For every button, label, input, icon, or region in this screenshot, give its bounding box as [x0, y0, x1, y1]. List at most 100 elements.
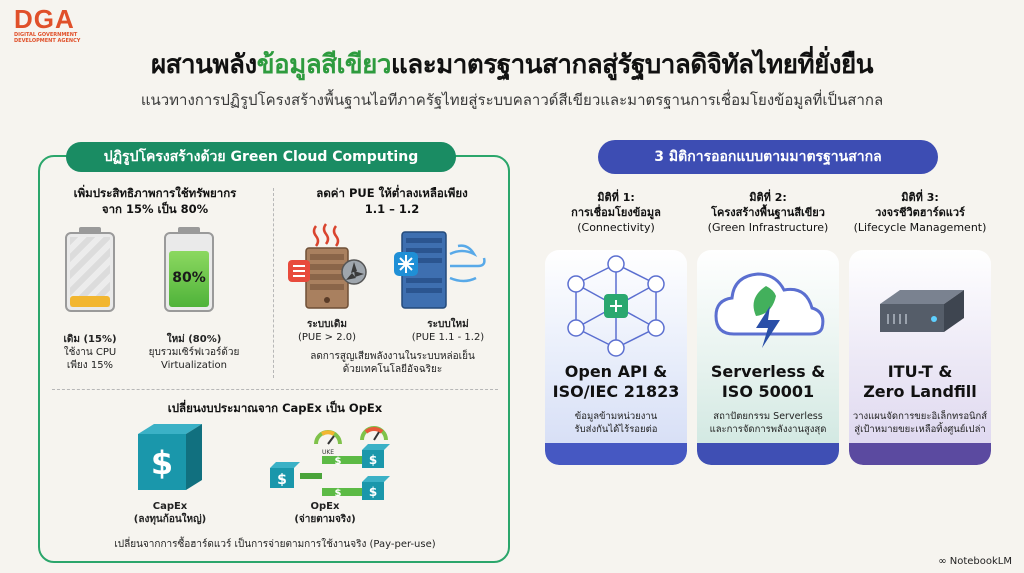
dim-1-name: การเชื่อมโยงข้อมูล — [571, 206, 661, 219]
battery-old-title: เดิม (15%) — [63, 334, 117, 345]
efficiency-heading-2: จาก 15% เป็น 80% — [101, 202, 209, 216]
notebooklm-brand: ∞ NotebookLM — [938, 556, 1012, 567]
logo-sub-2: DEVELOPMENT AGENCY — [14, 38, 81, 44]
dim-1-label: Open API & ISO/IEC 21823 — [545, 362, 687, 402]
dim-3-label-2: Zero Landfill — [863, 382, 977, 401]
dim-1-desc-2: รับส่งกันได้ไร้รอยต่อ — [574, 424, 658, 435]
dim-2-label: Serverless & ISO 50001 — [697, 362, 839, 402]
dim-2-base — [697, 443, 839, 465]
battery-old-icon — [65, 232, 115, 312]
dim-3-desc: วางแผนจัดการขยะอิเล็กทรอนิกส์ สู่เป้าหมา… — [849, 410, 991, 436]
pue-note: ลดการสูญเสียพลังงานในระบบหล่อเย็น ด้วยเท… — [280, 350, 505, 376]
logo-mark: DGA — [14, 4, 75, 34]
network-icon — [567, 255, 665, 357]
opex-flow-icon: UKE $ $ $ $ $ — [270, 426, 390, 500]
opex-sub: (จ่ายตามจริง) — [294, 514, 356, 525]
hot-server-icon — [288, 223, 367, 309]
budget-footer: เปลี่ยนจากการซื้อฮาร์ดแวร์ เป็นการจ่ายตา… — [114, 539, 436, 550]
dim-3-heading: มิติที่ 3: วงจรชีวิตฮาร์ดแวร์ (Lifecycle… — [840, 190, 1000, 235]
dim-2-desc-2: และการจัดการพลังงานสูงสุด — [709, 424, 827, 435]
efficiency-heading: เพิ่มประสิทธิภาพการใช้ทรัพยากร จาก 15% เ… — [40, 185, 270, 217]
battery-old-caption: เดิม (15%) ใช้งาน CPU เพียง 15% — [50, 333, 130, 372]
opex-caption: OpEx (จ่ายตามจริง) — [280, 500, 370, 526]
capex-sub: (ลงทุนก้อนใหญ่) — [133, 514, 207, 525]
green-cloud-icon — [714, 272, 825, 348]
pue-old-value: (PUE > 2.0) — [297, 332, 357, 343]
battery-old-line1: ใช้งาน CPU — [63, 347, 117, 358]
dim-1-label-2: ISO/IEC 21823 — [552, 382, 680, 401]
svg-text:$: $ — [369, 485, 377, 499]
battery-new-level — [169, 251, 209, 307]
battery-old-empty — [70, 237, 110, 307]
brand-label: NotebookLM — [949, 556, 1012, 567]
capex-title: CapEx — [152, 501, 188, 512]
svg-text:$: $ — [151, 444, 173, 482]
battery-new-caption: ใหม่ (80%) ยุบรวมเซิร์ฟเวอร์ด้วย Virtual… — [138, 333, 250, 372]
battery-new-line2: Virtualization — [161, 360, 227, 371]
title-highlight: ข้อมูลสีเขียว — [256, 50, 392, 80]
horizontal-divider — [52, 389, 498, 390]
dim-1-heading: มิติที่ 1: การเชื่อมโยงข้อมูล (Connectiv… — [536, 190, 696, 235]
hard-drive-icon — [880, 290, 964, 332]
battery-new-title: ใหม่ (80%) — [166, 334, 222, 345]
battery-new-value: 80% — [172, 270, 206, 286]
battery-new-icon: 80% — [164, 232, 214, 312]
svg-text:$: $ — [277, 472, 287, 488]
battery-new-cap — [178, 227, 200, 233]
dim-3-desc-2: สู่เป้าหมายขยะเหลือทิ้งศูนย์เปล่า — [854, 424, 986, 435]
budget-heading: เปลี่ยนงบประมาณจาก CapEx เป็น OpEx — [167, 401, 383, 415]
dim-2-label-1: Serverless & — [710, 362, 826, 381]
dim-1-pillar: Open API & ISO/IEC 21823 ข้อมูลข้ามหน่วย… — [545, 250, 687, 465]
pue-new-value: (PUE 1.1 - 1.2) — [411, 332, 485, 343]
dim-3-desc-1: วางแผนจัดการขยะอิเล็กทรอนิกส์ — [852, 411, 988, 422]
battery-old-line2: เพียง 15% — [66, 360, 114, 371]
dim-3-pillar: ITU-T & Zero Landfill วางแผนจัดการขยะอิเ… — [849, 250, 991, 465]
dim-1-base — [545, 443, 687, 465]
page-title: ผสานพลังข้อมูลสีเขียวและมาตรฐานสากลสู่รั… — [0, 44, 1024, 85]
capex-cube-icon: $ — [138, 424, 202, 490]
svg-text:$: $ — [335, 488, 342, 499]
battery-old-level — [70, 296, 110, 307]
battery-old-cap — [79, 227, 101, 233]
green-cloud-pill: ปฏิรูปโครงสร้างด้วย Green Cloud Computin… — [66, 142, 456, 172]
pue-heading: ลดค่า PUE ให้ต่ำลงเหลือเพียง 1.1 – 1.2 — [282, 185, 502, 217]
dim-2-en: (Green Infrastructure) — [707, 221, 829, 234]
efficiency-heading-1: เพิ่มประสิทธิภาพการใช้ทรัพยากร — [73, 186, 237, 200]
pue-old-caption: ระบบเดิม (PUE > 2.0) — [292, 318, 362, 344]
dim-3-base — [849, 443, 991, 465]
dga-logo: DGA DIGITAL GOVERNMENT DEVELOPMENT AGENC… — [14, 6, 84, 44]
page-subtitle: แนวทางการปฏิรูปโครงสร้างพื้นฐานไอทีภาครั… — [140, 91, 884, 109]
dim-2-number: มิติที่ 2: — [749, 191, 787, 204]
dim-3-number: มิติที่ 3: — [901, 191, 939, 204]
dim-2-heading: มิติที่ 2: โครงสร้างพื้นฐานสีเขียว (Gree… — [688, 190, 848, 235]
gauge-label: UKE — [322, 449, 334, 456]
title-pre: ผสานพลัง — [150, 50, 257, 80]
capex-caption: CapEx (ลงทุนก้อนใหญ่) — [120, 500, 220, 526]
pue-note-1: ลดการสูญเสียพลังงานในระบบหล่อเย็น — [310, 351, 475, 362]
pue-old-title: ระบบเดิม — [307, 319, 347, 330]
cool-server-icon — [394, 231, 486, 309]
dim-2-desc-1: สถาปัตยกรรม Serverless — [713, 411, 823, 422]
vertical-divider — [273, 188, 274, 378]
pue-heading-1: ลดค่า PUE ให้ต่ำลงเหลือเพียง — [316, 186, 468, 200]
dim-1-desc: ข้อมูลข้ามหน่วยงาน รับส่งกันได้ไร้รอยต่อ — [545, 410, 687, 436]
dim-2-desc: สถาปัตยกรรม Serverless และการจัดการพลังง… — [697, 410, 839, 436]
dim-2-label-2: ISO 50001 — [721, 382, 815, 401]
dim-1-desc-1: ข้อมูลข้ามหน่วยงาน — [574, 411, 658, 422]
pue-note-2: ด้วยเทคโนโลยีอัจฉริยะ — [342, 364, 443, 375]
svg-text:$: $ — [369, 453, 377, 467]
standards-pill: 3 มิติการออกแบบตามมาตรฐานสากล — [598, 140, 938, 174]
opex-title: OpEx — [310, 501, 340, 512]
brand-icon: ∞ — [938, 556, 950, 567]
dim-1-en: (Connectivity) — [577, 221, 655, 234]
gauge-icon — [314, 426, 388, 445]
pue-new-title: ระบบใหม่ — [427, 319, 469, 330]
pue-new-caption: ระบบใหม่ (PUE 1.1 - 1.2) — [398, 318, 498, 344]
battery-new-line1: ยุบรวมเซิร์ฟเวอร์ด้วย — [148, 347, 240, 358]
dim-2-name: โครงสร้างพื้นฐานสีเขียว — [711, 206, 825, 219]
svg-text:$: $ — [335, 456, 342, 467]
dim-3-name: วงจรชีวิตฮาร์ดแวร์ — [875, 206, 965, 219]
pue-heading-2: 1.1 – 1.2 — [364, 202, 420, 216]
dim-2-pillar: Serverless & ISO 50001 สถาปัตยกรรม Serve… — [697, 250, 839, 465]
dim-1-label-1: Open API & — [564, 362, 668, 381]
